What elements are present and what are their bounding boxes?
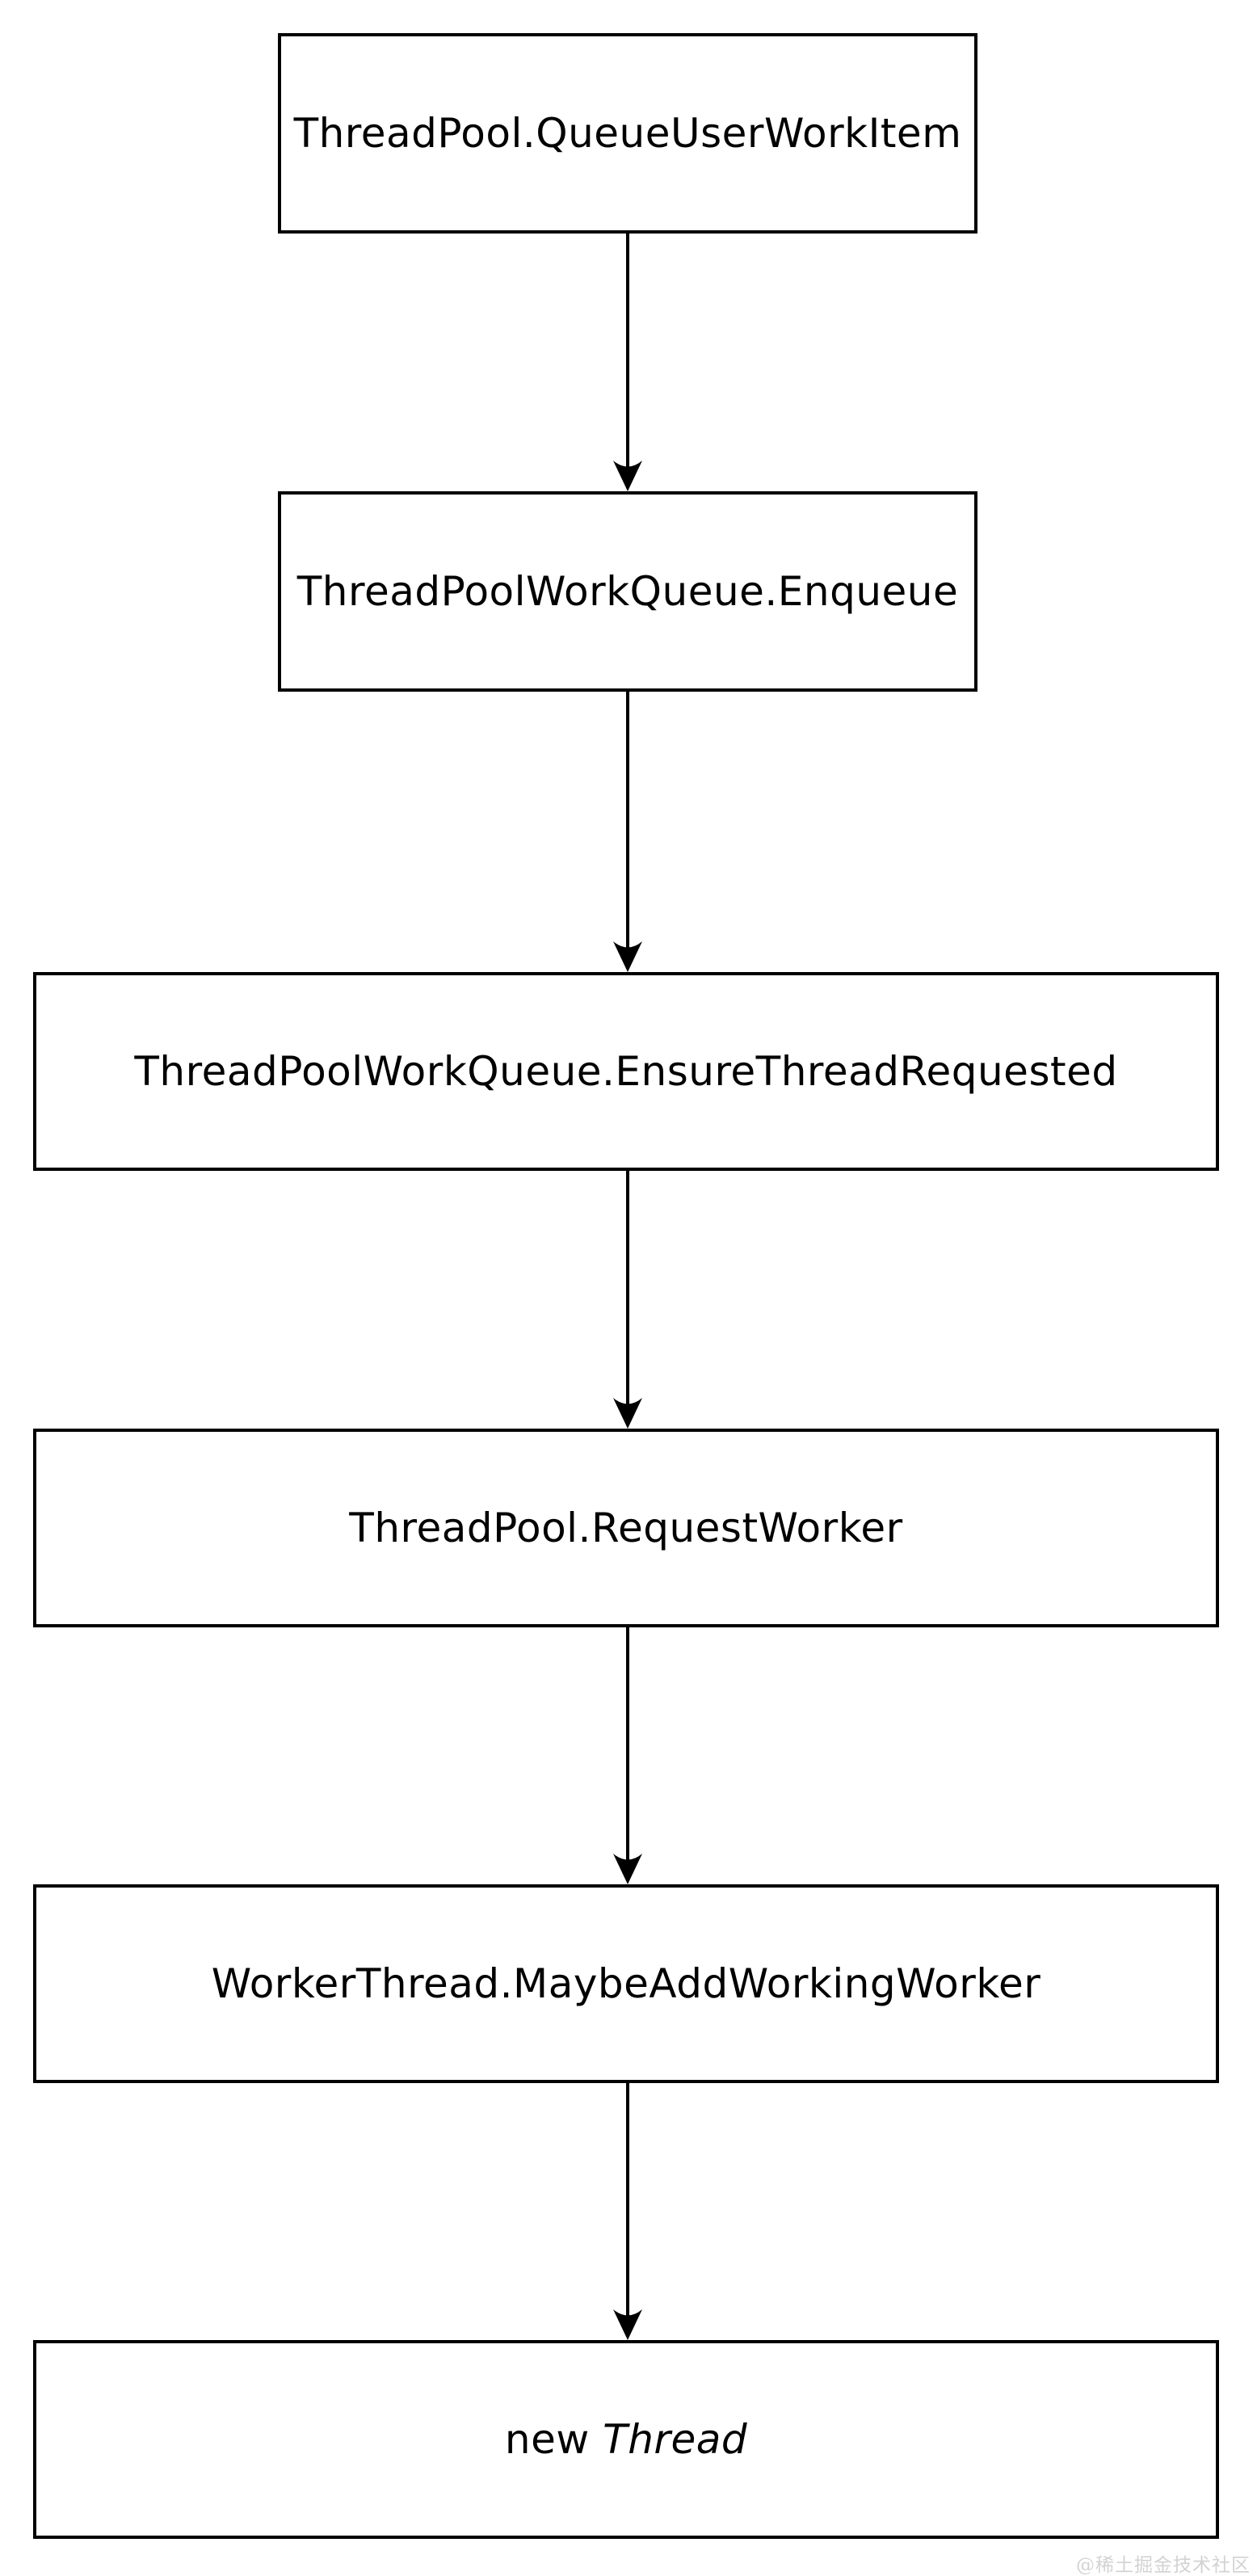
flowchart-node-queue-user-work-item: ThreadPool.QueueUserWorkItem: [278, 33, 977, 234]
node-label: ThreadPoolWorkQueue.EnsureThreadRequeste…: [134, 1048, 1118, 1095]
flow-arrow-1: [613, 234, 642, 491]
flowchart-node-enqueue: ThreadPoolWorkQueue.Enqueue: [278, 491, 977, 692]
flowchart-node-ensure-thread-requested: ThreadPoolWorkQueue.EnsureThreadRequeste…: [33, 972, 1219, 1171]
node-label: new Thread: [505, 2416, 747, 2463]
node-label: ThreadPool.RequestWorker: [349, 1505, 903, 1551]
node-label: WorkerThread.MaybeAddWorkingWorker: [211, 1960, 1041, 2007]
flowchart-node-request-worker: ThreadPool.RequestWorker: [33, 1429, 1219, 1627]
flow-arrow-4: [613, 1627, 642, 1884]
flowchart-node-new-thread: new Thread: [33, 2340, 1219, 2539]
node-label-italic: Thread: [603, 2416, 748, 2463]
node-label-prefix: new: [504, 2416, 603, 2463]
node-label: ThreadPool.QueueUserWorkItem: [293, 110, 962, 157]
node-label: ThreadPoolWorkQueue.Enqueue: [296, 568, 959, 615]
flow-arrow-5: [613, 2083, 642, 2340]
watermark: @稀土掘金技术社区: [1076, 2555, 1251, 2576]
flowchart-node-maybe-add-working-worker: WorkerThread.MaybeAddWorkingWorker: [33, 1884, 1219, 2083]
flow-arrow-3: [613, 1171, 642, 1429]
flow-arrow-2: [613, 692, 642, 972]
